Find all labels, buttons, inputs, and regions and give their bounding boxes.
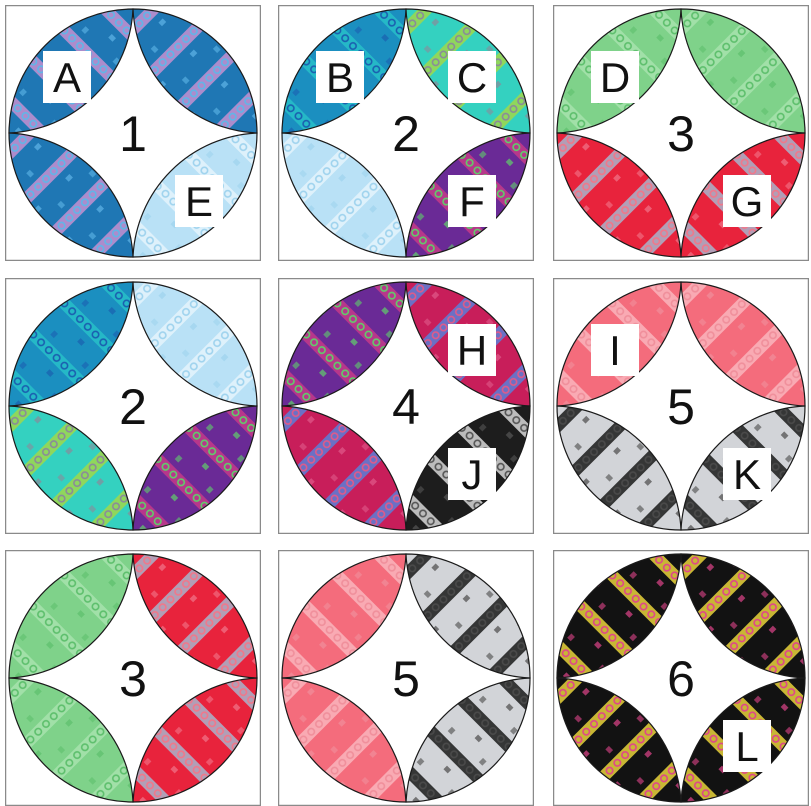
svg-text:H: H — [457, 327, 487, 374]
petal-label: H — [448, 324, 496, 376]
petal-label: K — [723, 448, 771, 500]
svg-text:A: A — [53, 54, 81, 101]
block-number: 6 — [667, 651, 695, 707]
svg-text:F: F — [459, 178, 485, 225]
quilt-block: 5 — [278, 550, 534, 806]
svg-text:G: G — [731, 178, 764, 225]
quilt-block-drawing: 5 — [278, 550, 534, 806]
svg-text:L: L — [735, 723, 758, 770]
quilt-block-drawing: 5I K — [553, 278, 809, 534]
petal-label: L — [723, 720, 771, 772]
petal-label: J — [448, 448, 496, 500]
petal-label: A — [43, 51, 91, 103]
petal-label: I — [591, 324, 639, 376]
quilt-block-drawing: 4H J — [278, 278, 534, 534]
svg-text:D: D — [600, 54, 630, 101]
quilt-block: 3 — [5, 550, 261, 806]
svg-text:E: E — [185, 178, 213, 225]
svg-text:J: J — [462, 451, 483, 498]
quilt-block-drawing: 6L — [553, 550, 809, 806]
block-number: 3 — [119, 651, 147, 707]
block-number: 4 — [392, 379, 420, 435]
petal-label: G — [723, 175, 771, 227]
svg-text:I: I — [609, 327, 621, 374]
svg-text:K: K — [733, 451, 761, 498]
petal-label: C — [448, 51, 496, 103]
quilt-block-drawing: 2B C F — [278, 5, 534, 261]
quilt-block: 2 — [5, 278, 261, 534]
block-number: 2 — [392, 106, 420, 162]
quilt-block-drawing: 3 — [5, 550, 261, 806]
petal-label: E — [175, 175, 223, 227]
quilt-block-drawing: 3D G — [553, 5, 809, 261]
block-number: 5 — [667, 379, 695, 435]
block-number: 1 — [119, 106, 147, 162]
quilt-block-drawing: 2 — [5, 278, 261, 534]
svg-text:B: B — [326, 54, 354, 101]
petal-label: F — [448, 175, 496, 227]
quilt-block-drawing: 1A E — [5, 5, 261, 261]
petal-label: D — [591, 51, 639, 103]
block-number: 5 — [392, 651, 420, 707]
petal-label: B — [316, 51, 364, 103]
block-number: 3 — [667, 106, 695, 162]
block-number: 2 — [119, 379, 147, 435]
svg-text:C: C — [457, 54, 487, 101]
